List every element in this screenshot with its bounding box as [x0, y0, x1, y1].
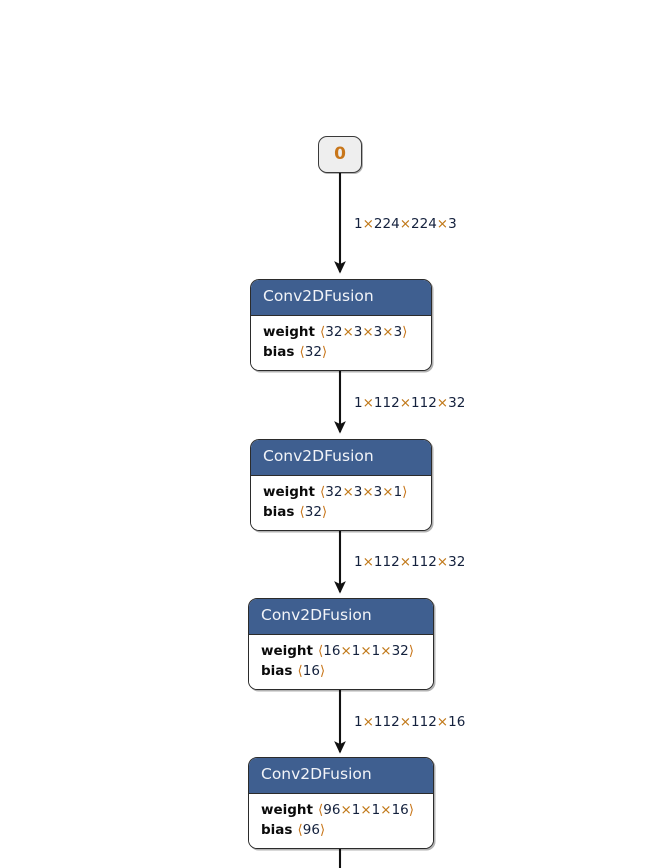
attribute-key: weight: [263, 323, 315, 340]
op-node-conv2dfusion-1[interactable]: Conv2DFusion weight⟨32×3×3×3⟩ bias⟨32⟩: [250, 279, 432, 371]
op-node-conv2dfusion-3[interactable]: Conv2DFusion weight⟨16×1×1×32⟩ bias⟨16⟩: [248, 598, 434, 690]
op-node-attributes-2: weight⟨32×3×3×1⟩ bias⟨32⟩: [251, 475, 431, 530]
op-node-attributes-3: weight⟨16×1×1×32⟩ bias⟨16⟩: [249, 634, 433, 689]
attribute-value: ⟨96⟩: [297, 821, 326, 838]
edge-label-node-1-to-node-2: 1×112×112×32: [354, 395, 466, 411]
op-node-title-1: Conv2DFusion: [251, 280, 431, 316]
op-node-title-4: Conv2DFusion: [249, 758, 433, 794]
attribute-value: ⟨16⟩: [297, 662, 326, 679]
edge-label-input-to-node-1: 1×224×224×3: [354, 216, 457, 232]
attribute-key: bias: [261, 662, 293, 679]
op-node-title-2: Conv2DFusion: [251, 440, 431, 476]
attribute-row: bias⟨96⟩: [261, 820, 421, 840]
attribute-row: weight⟨32×3×3×3⟩: [263, 322, 419, 342]
attribute-key: weight: [261, 801, 313, 818]
attribute-value: ⟨32⟩: [299, 503, 328, 520]
attribute-value: ⟨96×1×1×16⟩: [317, 801, 415, 818]
attribute-key: bias: [261, 821, 293, 838]
attribute-value: ⟨32⟩: [299, 343, 328, 360]
attribute-key: weight: [263, 483, 315, 500]
graph-input-node[interactable]: 0: [318, 136, 362, 173]
attribute-row: bias⟨16⟩: [261, 661, 421, 681]
graph-input-node-label: 0: [334, 144, 346, 164]
op-node-attributes-1: weight⟨32×3×3×3⟩ bias⟨32⟩: [251, 315, 431, 370]
attribute-value: ⟨16×1×1×32⟩: [317, 642, 415, 659]
attribute-row: bias⟨32⟩: [263, 342, 419, 362]
attribute-key: bias: [263, 503, 295, 520]
attribute-row: weight⟨32×3×3×1⟩: [263, 482, 419, 502]
attribute-row: bias⟨32⟩: [263, 502, 419, 522]
attribute-key: weight: [261, 642, 313, 659]
attribute-row: weight⟨16×1×1×32⟩: [261, 641, 421, 661]
attribute-value: ⟨32×3×3×1⟩: [319, 483, 408, 500]
op-node-conv2dfusion-2[interactable]: Conv2DFusion weight⟨32×3×3×1⟩ bias⟨32⟩: [250, 439, 432, 531]
op-node-conv2dfusion-4[interactable]: Conv2DFusion weight⟨96×1×1×16⟩ bias⟨96⟩: [248, 757, 434, 849]
edge-label-node-2-to-node-3: 1×112×112×32: [354, 554, 466, 570]
attribute-row: weight⟨96×1×1×16⟩: [261, 800, 421, 820]
attribute-key: bias: [263, 343, 295, 360]
op-node-attributes-4: weight⟨96×1×1×16⟩ bias⟨96⟩: [249, 793, 433, 848]
op-node-title-3: Conv2DFusion: [249, 599, 433, 635]
edge-label-node-3-to-node-4: 1×112×112×16: [354, 714, 466, 730]
attribute-value: ⟨32×3×3×3⟩: [319, 323, 408, 340]
